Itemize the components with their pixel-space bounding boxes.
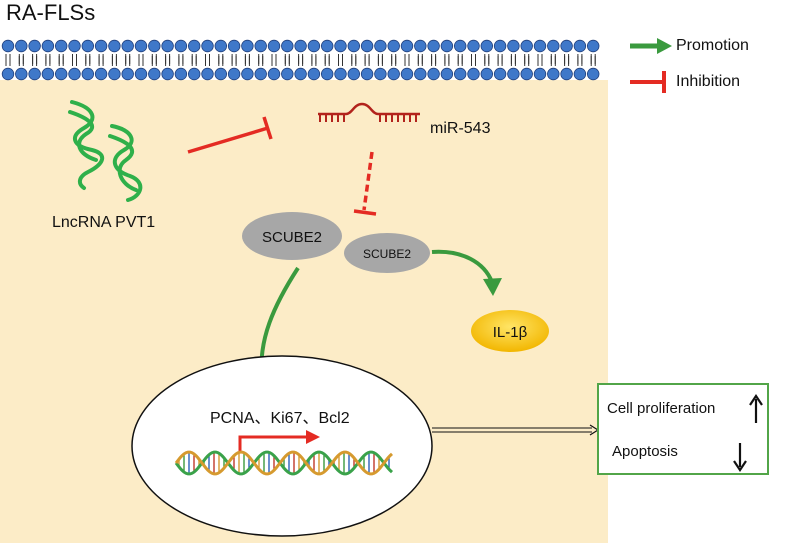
scube2-small-label: SCUBE2 <box>363 247 411 261</box>
dna-helix-icon <box>174 450 394 476</box>
lncrna-pvt1-label: LncRNA PVT1 <box>52 214 156 231</box>
mir543-label: miR-543 <box>430 120 491 137</box>
target-genes-label: PCNA、Ki67、Bcl2 <box>210 410 350 427</box>
il1b-label: IL-1β <box>493 324 528 341</box>
mir543-icon <box>318 102 420 122</box>
legend <box>630 38 672 93</box>
transcription-start-arrow <box>238 435 308 452</box>
inhibition-mir543-to-scube2 <box>362 151 374 211</box>
apoptosis-down-arrowhead <box>733 460 747 472</box>
lncrna-pvt1-icon <box>68 100 143 202</box>
apoptosis-label: Apoptosis <box>612 443 678 460</box>
inhibition-lncrna-to-mir543 <box>187 126 269 154</box>
cell-membrane <box>1 39 600 81</box>
proliferation-up-arrowhead <box>749 394 763 406</box>
inhibition-bar-mir543 <box>262 116 273 140</box>
legend-inhibition-label: Inhibition <box>676 73 741 90</box>
nucleus <box>131 355 433 537</box>
legend-promotion-label: Promotion <box>676 37 749 54</box>
scube2-large-label: SCUBE2 <box>262 229 322 246</box>
legend-promotion-arrowhead <box>657 38 672 54</box>
outcome-box <box>597 383 769 475</box>
promotion-scube2-to-il1b <box>431 249 494 283</box>
il1b-node <box>471 310 549 352</box>
scube2-small <box>344 233 430 273</box>
promotion-scube2-to-il1b-head <box>483 278 502 296</box>
scube2-large <box>242 212 342 260</box>
cell-proliferation-label: Cell proliferation <box>607 400 716 417</box>
inhibition-bar-scube2 <box>353 209 377 216</box>
page-title: RA-FLSs <box>6 0 96 25</box>
transcription-start-arrowhead <box>306 430 320 444</box>
